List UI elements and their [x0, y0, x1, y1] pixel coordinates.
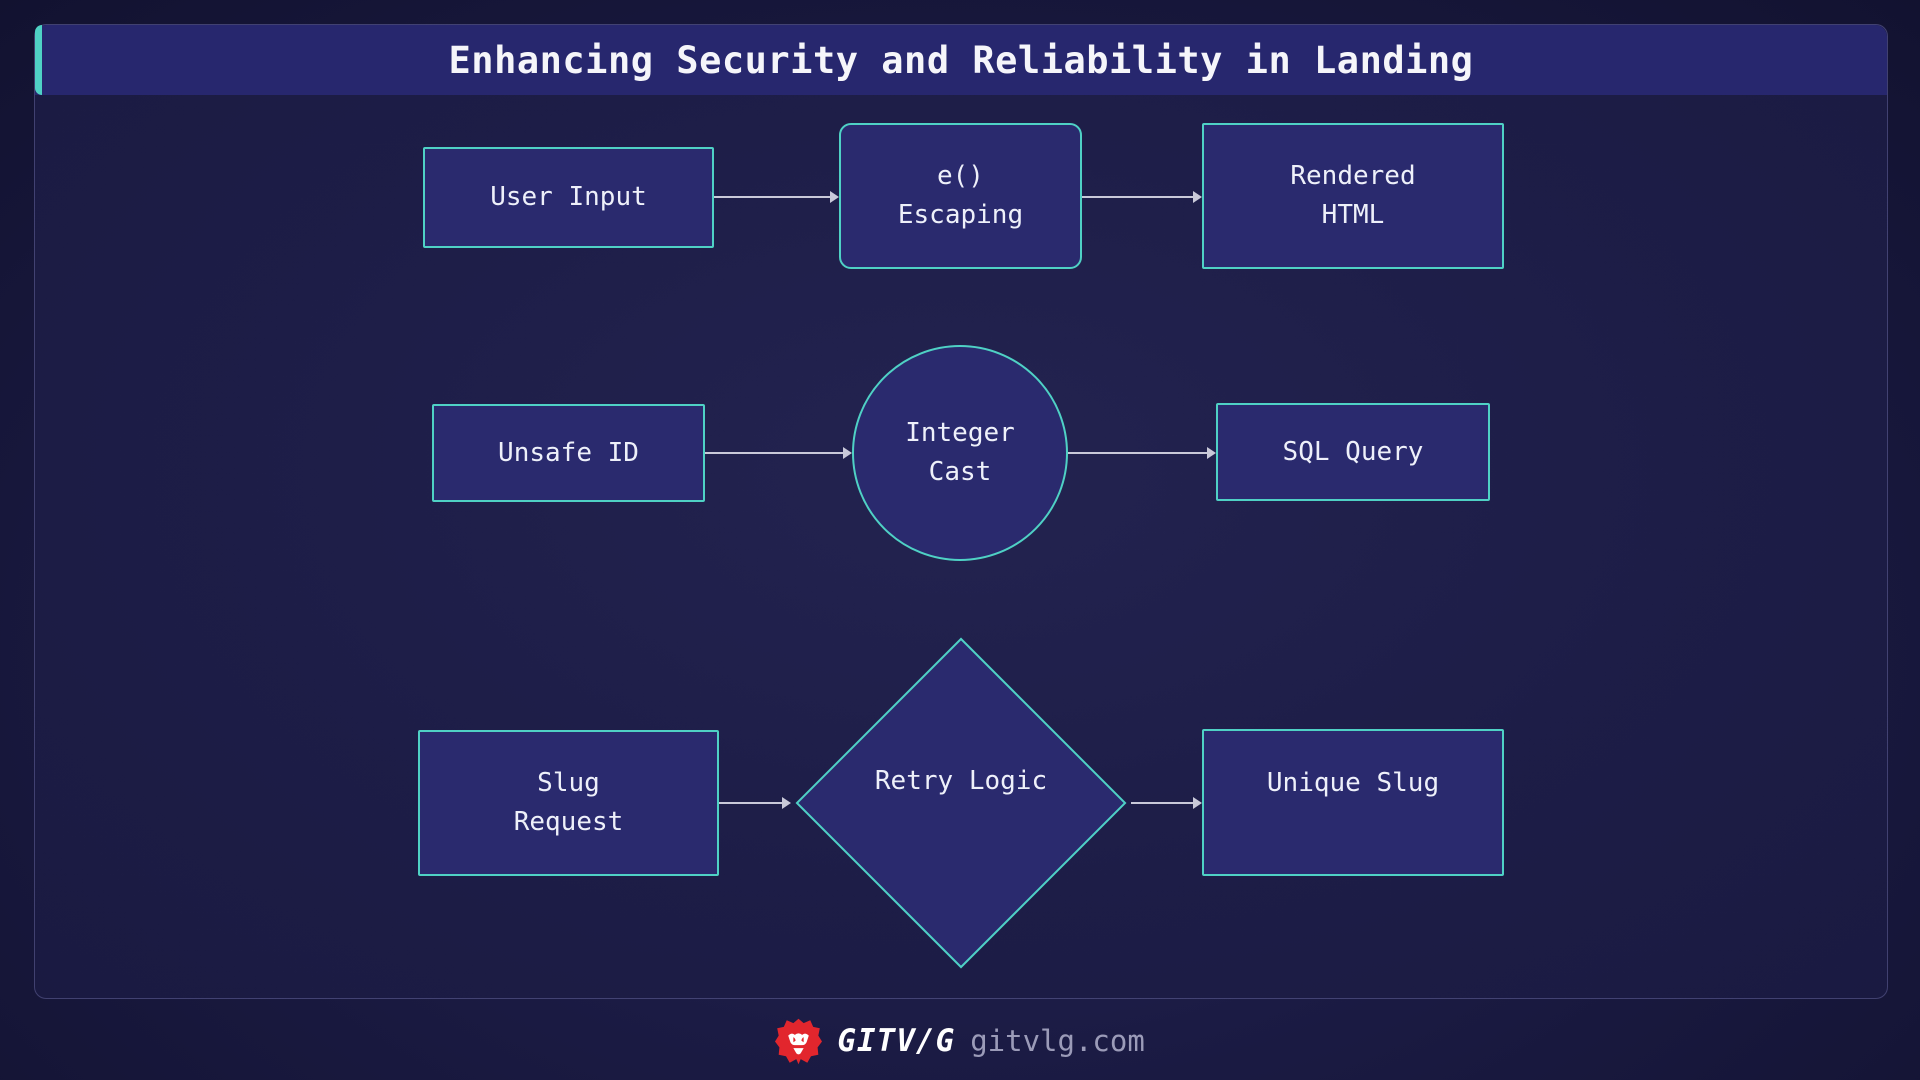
- node-label: SQL Query: [1282, 436, 1424, 467]
- node-label: Unsafe ID: [498, 437, 639, 468]
- brand-name: GITV/G: [837, 1023, 956, 1059]
- arrow-retry-logic-to-unique-slug: [1131, 797, 1202, 809]
- site-url: gitvlg.com: [970, 1024, 1145, 1058]
- footer: GITV/G gitvlg.com: [0, 1002, 1920, 1080]
- node-integer-cast: Integer Cast: [852, 345, 1068, 561]
- arrow-user-input-to-escaping: [714, 191, 839, 203]
- node-label: Retry Logic: [874, 766, 1048, 796]
- node-label: Rendered HTML: [1290, 161, 1416, 230]
- arrow-escaping-to-rendered-html: [1082, 191, 1202, 203]
- node-label: e() Escaping: [897, 161, 1024, 230]
- node-unsafe-id: Unsafe ID: [432, 404, 705, 502]
- node-label: Slug Request: [513, 768, 624, 837]
- node-slug-request: Slug Request: [418, 730, 719, 876]
- node-e-escaping: e() Escaping: [839, 123, 1082, 269]
- node-retry-logic: Retry Logic: [791, 637, 1131, 969]
- page-title: Enhancing Security and Reliability in La…: [448, 38, 1474, 82]
- arrow-unsafe-id-to-integer-cast: [705, 447, 852, 459]
- node-label: Integer Cast: [905, 418, 1015, 487]
- node-unique-slug: Unique Slug: [1202, 729, 1504, 876]
- node-user-input: User Input: [423, 147, 714, 248]
- node-sql-query: SQL Query: [1216, 403, 1490, 501]
- node-label: User Input: [490, 182, 647, 212]
- arrow-integer-cast-to-sql-query: [1068, 447, 1216, 459]
- lion-icon: [775, 1018, 823, 1065]
- diagram-card: Enhancing Security and Reliability in La…: [34, 24, 1888, 999]
- arrow-slug-request-to-retry-logic: [719, 797, 791, 809]
- title-accent-bar: [35, 25, 42, 95]
- title-bar: Enhancing Security and Reliability in La…: [35, 25, 1887, 95]
- node-label: Unique Slug: [1266, 768, 1440, 798]
- diamond-shape: [795, 637, 1127, 969]
- node-rendered-html: Rendered HTML: [1202, 123, 1504, 269]
